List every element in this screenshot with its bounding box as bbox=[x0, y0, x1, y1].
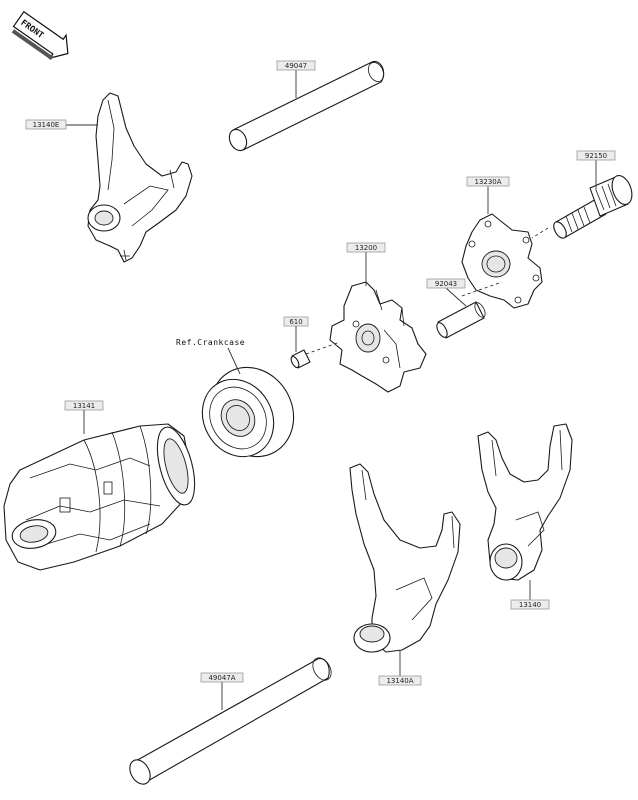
leader-ref bbox=[227, 347, 241, 375]
shift-fork-upper-left[interactable] bbox=[87, 92, 193, 263]
part-label-13200[interactable]: 13200 bbox=[346, 242, 386, 253]
part-label-13140[interactable]: 13140 bbox=[510, 599, 550, 610]
svg-text:610: 610 bbox=[289, 318, 302, 326]
svg-text:13200: 13200 bbox=[355, 244, 377, 252]
svg-text:13141: 13141 bbox=[73, 402, 95, 410]
svg-text:92150: 92150 bbox=[585, 152, 607, 160]
part-label-92150[interactable]: 92150 bbox=[576, 150, 616, 161]
dowel-pin[interactable] bbox=[290, 349, 311, 369]
bearing bbox=[201, 366, 295, 458]
part-label-49047[interactable]: 49047 bbox=[276, 60, 316, 71]
svg-text:13140A: 13140A bbox=[386, 677, 413, 685]
shift-fork-middle[interactable] bbox=[349, 463, 461, 653]
part-label-13140e[interactable]: 13140E bbox=[25, 119, 67, 130]
retainer-plate[interactable] bbox=[461, 213, 543, 309]
leader-92043 bbox=[445, 287, 467, 307]
svg-text:13140E: 13140E bbox=[33, 121, 60, 129]
svg-text:92043: 92043 bbox=[435, 280, 457, 288]
shift-fork-right[interactable] bbox=[477, 423, 573, 581]
shaft-lower[interactable] bbox=[126, 655, 335, 788]
part-label-13140a[interactable]: 13140A bbox=[378, 675, 422, 686]
part-label-610[interactable]: 610 bbox=[283, 316, 309, 327]
svg-text:49047: 49047 bbox=[285, 62, 307, 70]
svg-text:13230A: 13230A bbox=[474, 178, 501, 186]
part-label-13230a[interactable]: 13230A bbox=[466, 176, 510, 187]
part-label-92043[interactable]: 92043 bbox=[426, 278, 466, 289]
svg-text:49047A: 49047A bbox=[208, 674, 235, 682]
shift-cam-star[interactable] bbox=[329, 281, 427, 393]
shift-drum[interactable] bbox=[3, 423, 202, 571]
part-label-13141[interactable]: 13141 bbox=[64, 400, 104, 411]
ref-crankcase-note: Ref.Crankcase bbox=[176, 338, 245, 347]
part-label-49047a[interactable]: 49047A bbox=[200, 672, 244, 683]
svg-text:13140: 13140 bbox=[519, 601, 541, 609]
bolt[interactable] bbox=[551, 173, 635, 240]
pin[interactable] bbox=[435, 301, 488, 339]
shaft-upper[interactable] bbox=[226, 60, 386, 153]
front-arrow-icon: FRONT bbox=[11, 10, 69, 61]
